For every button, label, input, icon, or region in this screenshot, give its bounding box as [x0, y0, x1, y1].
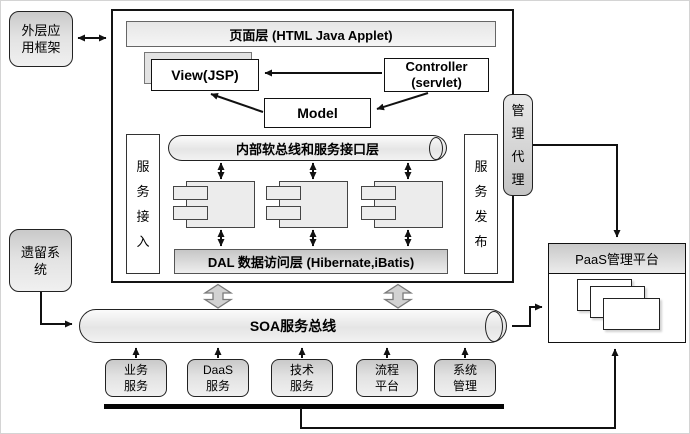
view-jsp-node: View(JSP)	[151, 59, 259, 91]
internal-bus-label: 内部软总线和服务接口层	[235, 141, 379, 157]
arrow-soabus-to-paas	[512, 303, 543, 327]
cylinder-cap	[429, 137, 443, 160]
service-node-tech: 技术 服务	[271, 359, 333, 397]
component-tab-icon	[266, 186, 301, 200]
legacy-system-node: 遗留系 统	[9, 229, 72, 292]
model-node: Model	[264, 98, 371, 128]
service-node-business: 业务 服务	[105, 359, 167, 397]
arrow-agent-to-paas	[533, 144, 621, 238]
block-arrow-mainbox-soabus	[382, 283, 414, 309]
service-publish-panel: 服 务 发 布	[464, 134, 498, 274]
controller-node: Controller (servlet)	[384, 58, 489, 92]
dal-layer-bar: DAL 数据访问层 (Hibernate,iBatis)	[174, 249, 448, 274]
component-tab-icon	[173, 186, 208, 200]
service-node-process: 流程 平台	[356, 359, 418, 397]
component-tab-icon	[266, 206, 301, 220]
paas-platform-title: PaaS管理平台	[549, 244, 685, 274]
page-layer-bar: 页面层 (HTML Java Applet)	[126, 21, 496, 47]
paas-platform-node: PaaS管理平台	[548, 243, 686, 343]
service-access-panel: 服 务 接 入	[126, 134, 160, 274]
soa-bus-label: SOA服务总线	[249, 318, 337, 334]
block-arrow-mainbox-soabus	[202, 283, 234, 309]
component-tab-icon	[361, 206, 396, 220]
component-tab-icon	[173, 206, 208, 220]
service-node-sysmgmt: 系统 管理	[434, 359, 496, 397]
management-agent-node: 管 理 代 理	[503, 94, 533, 196]
base-line	[104, 404, 504, 409]
window-stack-icon	[603, 298, 660, 330]
soa-bus-cylinder: SOA服务总线	[79, 309, 507, 343]
cylinder-cap	[485, 311, 503, 342]
internal-bus-cylinder: 内部软总线和服务接口层	[168, 135, 447, 161]
component-tab-icon	[361, 186, 396, 200]
arrow-legacy-to-soabus	[40, 292, 73, 328]
outer-app-frame-node: 外层应 用框架	[9, 11, 73, 67]
service-node-daas: DaaS 服务	[187, 359, 249, 397]
